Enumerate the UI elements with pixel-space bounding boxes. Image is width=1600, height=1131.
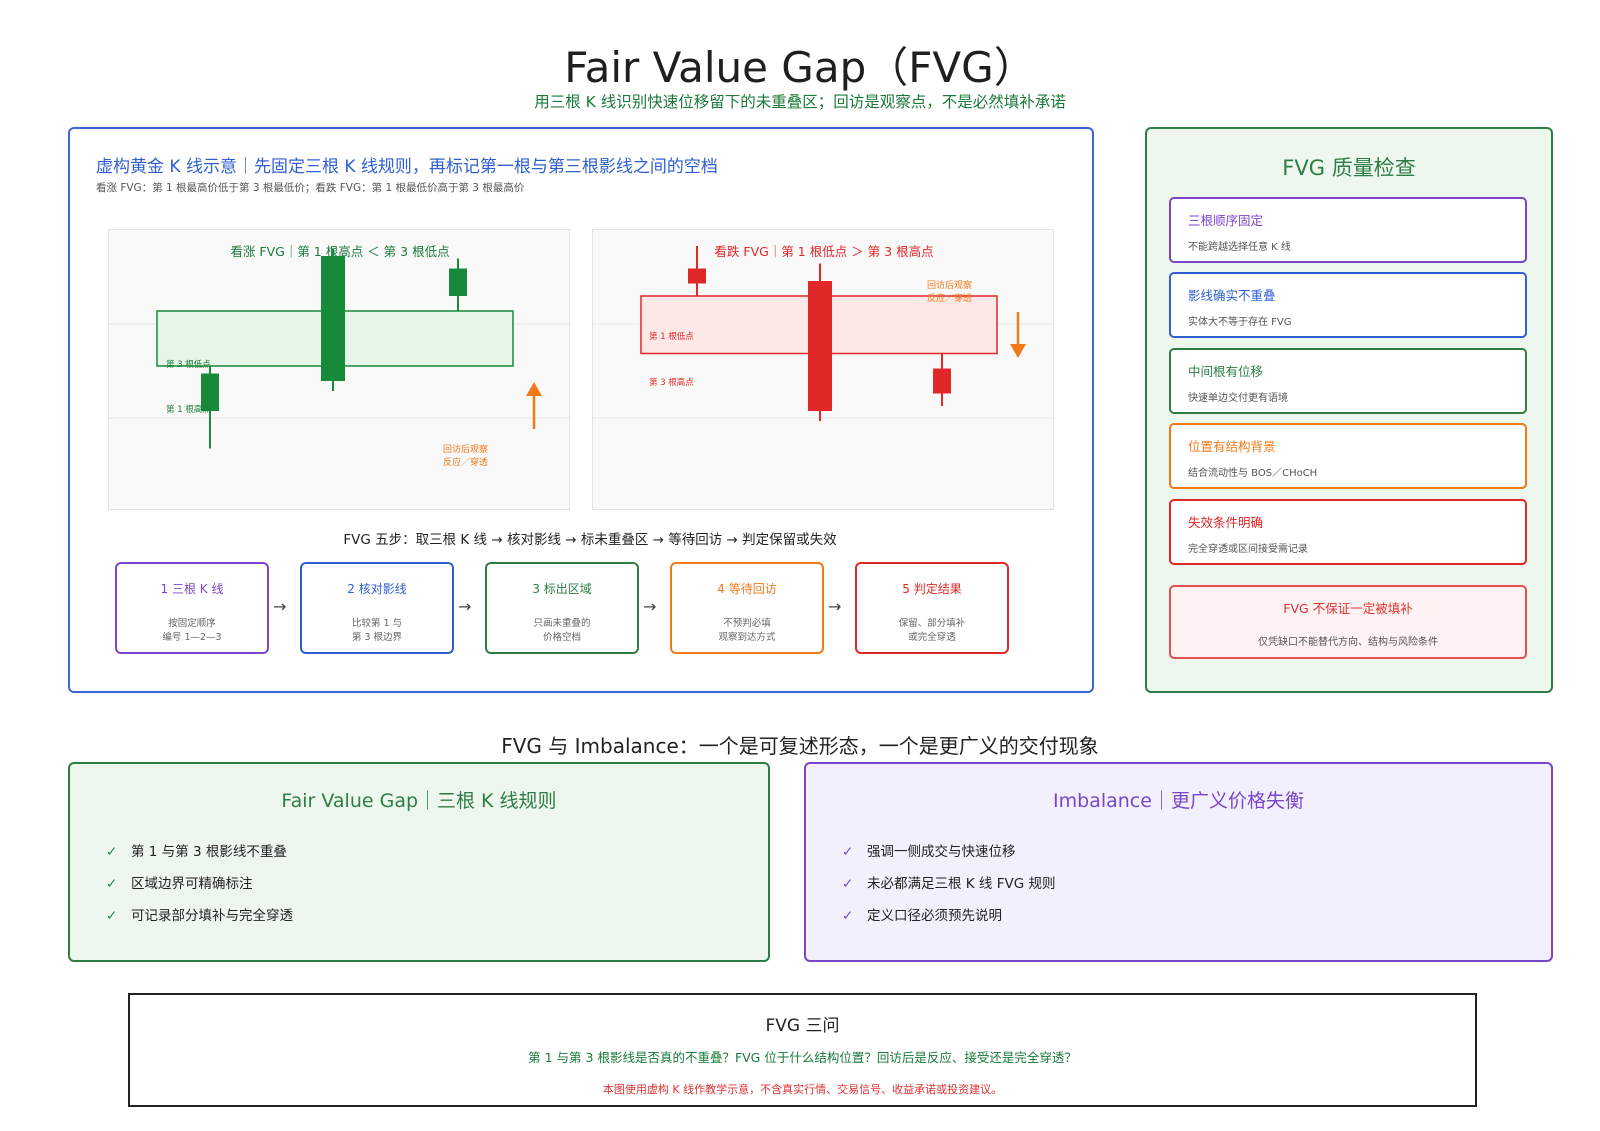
imbalance-item: ✓ 强调一侧成交与快速位移 <box>842 840 1016 860</box>
fvg-rule-item: ✓ 第 1 与第 3 根影线不重叠 <box>106 840 287 860</box>
step-desc: 保留、部分填补 或完全穿透 <box>898 618 966 643</box>
steps-heading: FVG 五步：取三根 K 线 → 核对影线 → 标未重叠区 → 等待回访 → 判… <box>343 532 837 548</box>
fvg-rule-text: 可记录部分填补与完全穿透 <box>131 908 293 924</box>
comparison-heading: FVG 与 Imbalance：一个是可复述形态，一个是更广义的交付现象 <box>501 734 1099 758</box>
step-desc: 只画未重叠的 价格空档 <box>533 618 591 643</box>
step-card-mark-zone: 3 标出区域 只画未重叠的 价格空档 <box>485 562 639 654</box>
first-candle-low-label: 第 1 根低点 <box>649 331 694 342</box>
quality-card-title: 影线确实不重叠 <box>1188 288 1276 303</box>
check-icon: ✓ <box>842 908 854 924</box>
bearish-fvg-svg: 看跌 FVG｜第 1 根低点 ＞ 第 3 根高点 第 1 根低点 第 3 根高点… <box>593 244 1055 421</box>
page-subtitle: 用三根 K 线识别快速位移留下的未重叠区；回访是观察点，不是必然填补承诺 <box>534 93 1066 111</box>
bearish-chart-title: 看跌 FVG｜第 1 根低点 ＞ 第 3 根高点 <box>714 244 933 259</box>
candle-body-3 <box>449 268 467 296</box>
check-icon: ✓ <box>106 876 118 892</box>
fvg-rule-item: ✓ 区域边界可精确标注 <box>106 872 253 892</box>
bullish-chart-title: 看涨 FVG｜第 1 根高点 ＜ 第 3 根低点 <box>230 244 449 259</box>
imbalance-item: ✓ 定义口径必须预先说明 <box>842 904 1002 924</box>
candle-body-2 <box>808 281 832 411</box>
candle-body-2 <box>321 256 345 381</box>
quality-card-title: 位置有结构背景 <box>1188 439 1276 454</box>
check-icon: ✓ <box>106 908 118 924</box>
revisit-note-line1: 回访后观察 <box>927 279 972 291</box>
fvg-three-questions-box: FVG 三问 第 1 与第 3 根影线是否真的不重叠？FVG 位于什么结构位置？… <box>128 993 1477 1107</box>
illustration-note: 看涨 FVG：第 1 根最高价低于第 3 根最低价；看跌 FVG：第 1 根最低… <box>96 182 525 194</box>
warning-desc: 仅凭缺口不能替代方向、结构与风险条件 <box>1258 637 1438 648</box>
step-title: 4 等待回访 <box>717 582 777 596</box>
imbalance-text: 定义口径必须预先说明 <box>867 908 1002 924</box>
quality-card-fixed-order: 三根顺序固定 不能跨越选择任意 K 线 <box>1169 197 1527 263</box>
quality-card-displacement: 中间根有位移 快速单边交付更有语境 <box>1169 348 1527 414</box>
revisit-note-line1: 回访后观察 <box>443 443 488 455</box>
disclaimer-text: 本图使用虚构 K 线作教学示意，不含真实行情、交易信号、收益承诺或投资建议。 <box>602 1083 1003 1096</box>
quality-card-structure-context: 位置有结构背景 结合流动性与 BOS／CHoCH <box>1169 423 1527 489</box>
fvg-rule-panel: Fair Value Gap｜三根 K 线规则 ✓ 第 1 与第 3 根影线不重叠… <box>68 762 770 962</box>
questions-title: FVG 三问 <box>765 1016 840 1036</box>
quality-card-no-overlap: 影线确实不重叠 实体大不等于存在 FVG <box>1169 272 1527 338</box>
imbalance-panel: Imbalance｜更广义价格失衡 ✓ 强调一侧成交与快速位移 ✓ 未必都满足三根 … <box>804 762 1553 962</box>
fvg-rule-text: 区域边界可精确标注 <box>131 876 253 892</box>
step-arrow: → <box>273 597 287 616</box>
step-title: 5 判定结果 <box>902 582 962 596</box>
fvg-rule-title: Fair Value Gap｜三根 K 线规则 <box>281 790 557 812</box>
step-arrow: → <box>458 597 472 616</box>
check-icon: ✓ <box>842 876 854 892</box>
step-title: 3 标出区域 <box>532 582 592 596</box>
quality-card-desc: 不能跨越选择任意 K 线 <box>1188 242 1291 253</box>
fill-not-guaranteed-warning: FVG 不保证一定被填补 仅凭缺口不能替代方向、结构与风险条件 <box>1169 585 1527 659</box>
step-desc: 不预判必填 观察到达方式 <box>718 618 776 643</box>
third-candle-low-label: 第 3 根低点 <box>166 359 211 370</box>
quality-card-title: 失效条件明确 <box>1188 515 1264 530</box>
candle-body-1 <box>201 373 219 411</box>
revisit-arrow-up <box>526 382 542 429</box>
quality-card-desc: 快速单边交付更有语境 <box>1188 393 1288 404</box>
step-card-take-three-candles: 1 三根 K 线 按固定顺序 编号 1—2—3 <box>115 562 269 654</box>
step-desc: 比较第 1 与 第 3 根边界 <box>351 618 403 643</box>
check-icon: ✓ <box>106 844 118 860</box>
fvg-rule-item: ✓ 可记录部分填补与完全穿透 <box>106 904 293 924</box>
step-arrow: → <box>828 597 842 616</box>
questions-text: 第 1 与第 3 根影线是否真的不重叠？FVG 位于什么结构位置？回访后是反应、… <box>528 1050 1077 1065</box>
revisit-note-line2: 反应／穿透 <box>443 456 488 468</box>
quality-card-invalidation: 失效条件明确 完全穿透或区间接受需记录 <box>1169 499 1527 565</box>
quality-card-title: 三根顺序固定 <box>1188 213 1264 228</box>
fvg-rule-text: 第 1 与第 3 根影线不重叠 <box>131 844 287 860</box>
quality-check-title: FVG 质量检查 <box>1282 156 1416 180</box>
bullish-fvg-chart: 看涨 FVG｜第 1 根高点 ＜ 第 3 根低点 第 3 根低点 第 1 根高点… <box>108 229 571 510</box>
imbalance-title: Imbalance｜更广义价格失衡 <box>1053 790 1304 812</box>
bullish-fvg-svg: 看涨 FVG｜第 1 根高点 ＜ 第 3 根低点 第 3 根低点 第 1 根高点… <box>109 244 571 468</box>
imbalance-item: ✓ 未必都满足三根 K 线 FVG 规则 <box>842 872 1055 892</box>
candle-body-1 <box>688 268 706 284</box>
step-card-check-wicks: 2 核对影线 比较第 1 与 第 3 根边界 <box>300 562 454 654</box>
quality-card-desc: 实体大不等于存在 FVG <box>1188 317 1292 328</box>
warning-title: FVG 不保证一定被填补 <box>1283 601 1413 616</box>
revisit-note-line2: 反应／穿透 <box>927 292 972 304</box>
fvg-illustration-panel <box>68 127 1094 693</box>
step-arrow: → <box>643 597 657 616</box>
step-desc: 按固定顺序 编号 1—2—3 <box>162 618 222 643</box>
first-candle-high-label: 第 1 根高点 <box>166 404 211 415</box>
check-icon: ✓ <box>842 844 854 860</box>
step-card-judge-result: 5 判定结果 保留、部分填补 或完全穿透 <box>855 562 1009 654</box>
revisit-arrow-down <box>1010 312 1026 358</box>
illustration-heading: 虚构黄金 K 线示意｜先固定三根 K 线规则，再标记第一根与第三根影线之间的空档 <box>96 157 718 177</box>
step-title: 1 三根 K 线 <box>160 582 224 596</box>
candle-body-3 <box>933 368 951 394</box>
step-title: 2 核对影线 <box>347 582 407 596</box>
third-candle-high-label: 第 3 根高点 <box>649 377 694 388</box>
quality-card-desc: 结合流动性与 BOS／CHoCH <box>1188 468 1318 479</box>
imbalance-text: 强调一侧成交与快速位移 <box>867 844 1016 860</box>
page-title: Fair Value Gap（FVG） <box>564 43 1036 92</box>
step-card-wait-revisit: 4 等待回访 不预判必填 观察到达方式 <box>670 562 824 654</box>
bearish-fvg-chart: 看跌 FVG｜第 1 根低点 ＞ 第 3 根高点 第 1 根低点 第 3 根高点… <box>592 229 1055 510</box>
quality-card-title: 中间根有位移 <box>1188 364 1264 379</box>
quality-card-desc: 完全穿透或区间接受需记录 <box>1188 544 1308 555</box>
imbalance-text: 未必都满足三根 K 线 FVG 规则 <box>867 876 1056 892</box>
